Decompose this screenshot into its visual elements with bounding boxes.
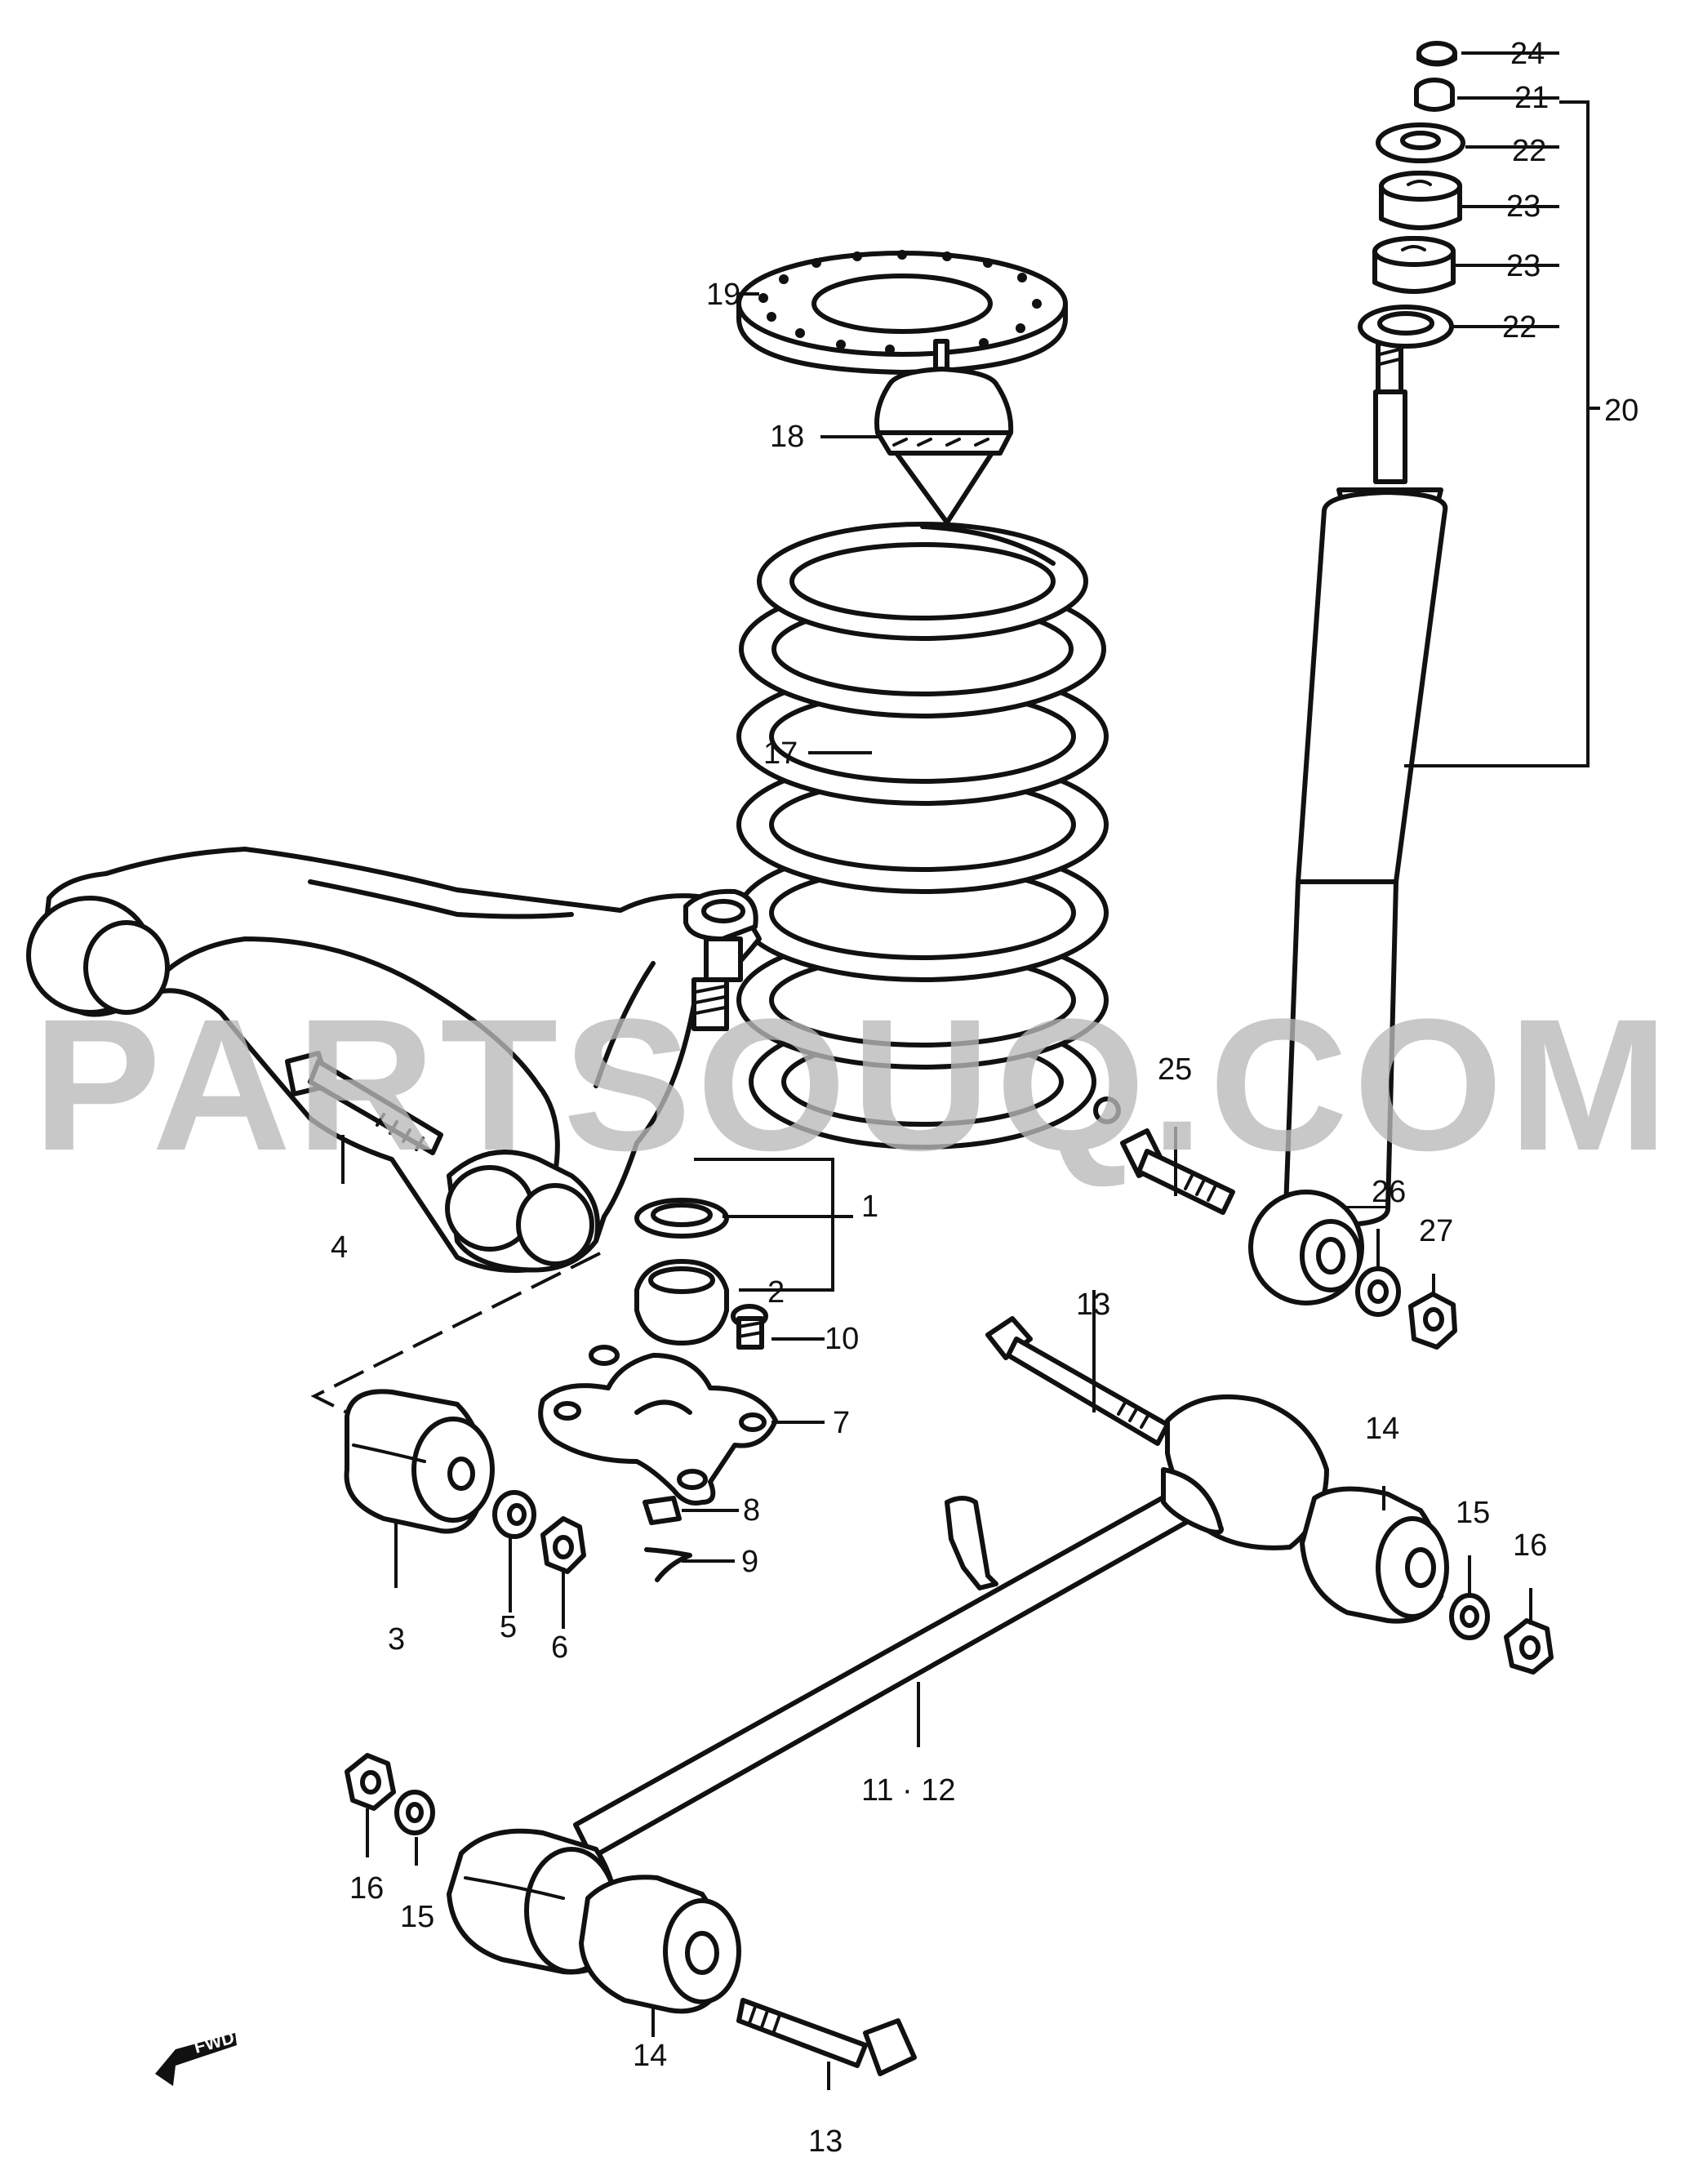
ball-joint-boot-part [634, 1198, 729, 1346]
callout-5: 5 [500, 1610, 517, 1644]
callout-2: 2 [767, 1275, 785, 1310]
callout-23a: 23 [1506, 189, 1541, 224]
callout-21: 21 [1514, 81, 1549, 115]
callout-13a: 13 [1076, 1288, 1110, 1322]
callout-15a: 15 [1456, 1496, 1490, 1530]
fwd-label: FWD [192, 2027, 237, 2057]
callout-19: 19 [706, 278, 740, 312]
callout-14b: 14 [633, 2039, 667, 2073]
callout-8: 8 [743, 1493, 760, 1528]
rod-nuts-part [345, 1593, 1554, 1835]
coil-spring-part [736, 522, 1121, 1150]
callout-25: 25 [1158, 1052, 1192, 1087]
forward-arrow-icon: FWD [155, 2027, 237, 2086]
arm-bolt-part [285, 1051, 443, 1155]
upper-mount-parts [1358, 41, 1465, 349]
callout-7: 7 [833, 1406, 850, 1440]
callout-15b: 15 [400, 1900, 434, 1934]
bump-stopper-part [874, 339, 1014, 525]
callout-16b: 16 [349, 1871, 384, 1906]
callout-13b: 13 [808, 2124, 843, 2159]
callout-26: 26 [1372, 1175, 1406, 1209]
shock-bolt-part [1120, 1128, 1457, 1350]
callout-20: 20 [1604, 394, 1639, 428]
callout-27: 27 [1419, 1214, 1453, 1248]
callout-14a: 14 [1365, 1412, 1399, 1446]
callout-22b: 22 [1502, 310, 1536, 345]
callout-24: 24 [1510, 37, 1545, 71]
callout-4: 4 [331, 1230, 348, 1265]
callout-11-12: 11 · 12 [861, 1773, 955, 1808]
callout-3: 3 [388, 1622, 405, 1657]
watermark-text: PARTSOUQ.COM [33, 980, 1674, 1190]
spring-seat-part [736, 250, 1068, 375]
rod-bolts-part [736, 1316, 1170, 2076]
callout-numbers: 24 21 22 23 23 22 20 19 18 17 1 2 4 10 7… [331, 37, 1639, 2159]
callout-1: 1 [861, 1190, 878, 1224]
callout-10: 10 [825, 1322, 859, 1356]
upper-control-arm-part [26, 847, 762, 1273]
callout-16a: 16 [1513, 1528, 1547, 1563]
callout-9: 9 [741, 1545, 758, 1579]
callout-22a: 22 [1512, 134, 1546, 168]
callout-17: 17 [763, 736, 798, 771]
callout-6: 6 [551, 1630, 568, 1665]
callout-23b: 23 [1506, 249, 1541, 283]
shock-absorber-part [1248, 324, 1448, 1306]
leader-lines [310, 51, 1600, 2090]
arm-bushing-part [344, 1389, 586, 1574]
lateral-rod-part [447, 1394, 1449, 2014]
knuckle-bracket-part [538, 1304, 778, 1582]
callout-18: 18 [770, 420, 804, 454]
